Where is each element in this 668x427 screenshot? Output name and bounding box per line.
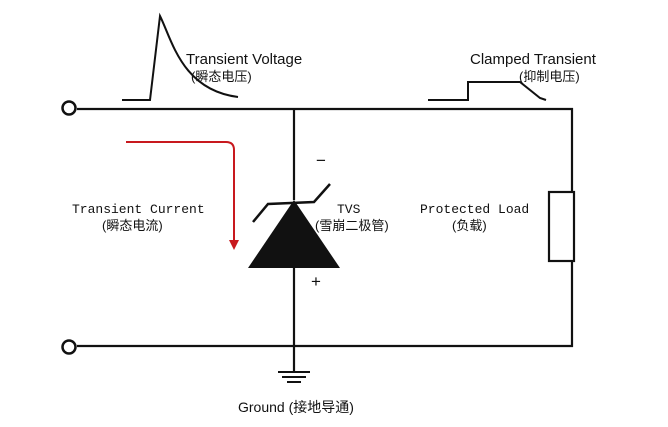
tvs-label: TVS [337, 202, 361, 217]
clamped-transient-waveform [428, 81, 547, 101]
terminal-circle-icon [61, 339, 77, 355]
zener-diode-icon [248, 183, 340, 268]
transient-current-label: Transient Current [72, 202, 205, 217]
ground-label: Ground (接地导通) [238, 399, 354, 415]
transient-voltage-waveform [122, 12, 239, 101]
polarity-minus-label: − [316, 151, 326, 170]
transient-voltage-label: Transient Voltage [186, 51, 302, 68]
clamped-transient-label: Clamped Transient [470, 51, 597, 68]
terminal-circle-icon [61, 100, 77, 116]
ground-symbol-icon [278, 371, 310, 383]
resistor-icon [547, 190, 576, 263]
clamped-transient-label-cn: (抑制电压) [519, 69, 580, 84]
transient-voltage-label-cn: (瞬态电压) [191, 69, 252, 84]
protected-load-label-cn: (负载) [452, 218, 487, 233]
transient-current-label-cn: (瞬态电流) [102, 218, 163, 233]
arrow-down-icon [126, 141, 239, 250]
tvs-label-cn: (雪崩二极管) [315, 218, 389, 233]
polarity-plus-label: + [311, 272, 321, 291]
protected-load-label: Protected Load [420, 202, 529, 217]
